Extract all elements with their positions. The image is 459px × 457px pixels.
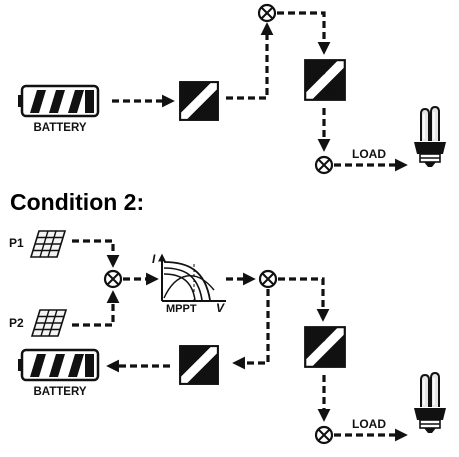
- arrow-dcdc-to-junction: [226, 22, 274, 100]
- mppt-curve-icon: I V MPPT: [152, 252, 226, 315]
- load-label: LOAD: [352, 417, 386, 431]
- panel-2-label: P2: [9, 316, 24, 330]
- dc-ac-inverter-icon: DC AC: [304, 326, 346, 368]
- dc-label: DC: [308, 331, 326, 345]
- dc-label: DC: [182, 85, 200, 99]
- panel-1-label: P1: [9, 236, 24, 250]
- arrow-junction-to-inverter: [278, 277, 330, 322]
- ac-label: AC: [324, 354, 342, 368]
- condition-2-heading: Condition 2:: [10, 189, 145, 215]
- battery-icon: [16, 84, 100, 118]
- dc-label: DC: [308, 64, 326, 78]
- solar-panel-icon: [30, 230, 66, 258]
- summing-junction-icon: [314, 425, 334, 445]
- summing-junction-icon: [257, 3, 277, 23]
- dc-label: DC: [182, 349, 200, 363]
- dc-label: DC: [197, 371, 215, 385]
- axis-i-label: I: [152, 252, 156, 266]
- dc-label: DC: [197, 107, 215, 121]
- ac-label: AC: [324, 87, 342, 101]
- summing-junction-icon: [103, 269, 123, 289]
- dc-dc-converter-icon: DC DC: [179, 345, 219, 385]
- cfl-bulb-icon: [413, 372, 447, 434]
- arrow-junction-to-inverter: [277, 11, 331, 55]
- arrow-p1-to-junction: [72, 239, 120, 268]
- arrow-junction-to-dcdc: [232, 289, 270, 370]
- condition-1: BATTERY DC DC DC AC LOAD: [16, 3, 447, 175]
- summing-junction-icon: [314, 155, 334, 175]
- dc-dc-converter-icon: DC DC: [179, 81, 219, 121]
- cfl-bulb-icon: [413, 106, 447, 168]
- condition-2: P1 P2 I V MPPT DC DC: [9, 230, 447, 445]
- battery-icon: [16, 348, 100, 382]
- arrow-p2-to-junction: [72, 290, 120, 327]
- dc-ac-inverter-icon: DC AC: [304, 59, 346, 101]
- mppt-label: MPPT: [166, 303, 197, 315]
- solar-panel-icon: [31, 309, 67, 337]
- summing-junction-icon: [258, 269, 278, 289]
- axis-v-label: V: [216, 301, 225, 315]
- load-label: LOAD: [352, 147, 386, 161]
- battery-label: BATTERY: [33, 122, 86, 134]
- battery-label: BATTERY: [33, 386, 86, 398]
